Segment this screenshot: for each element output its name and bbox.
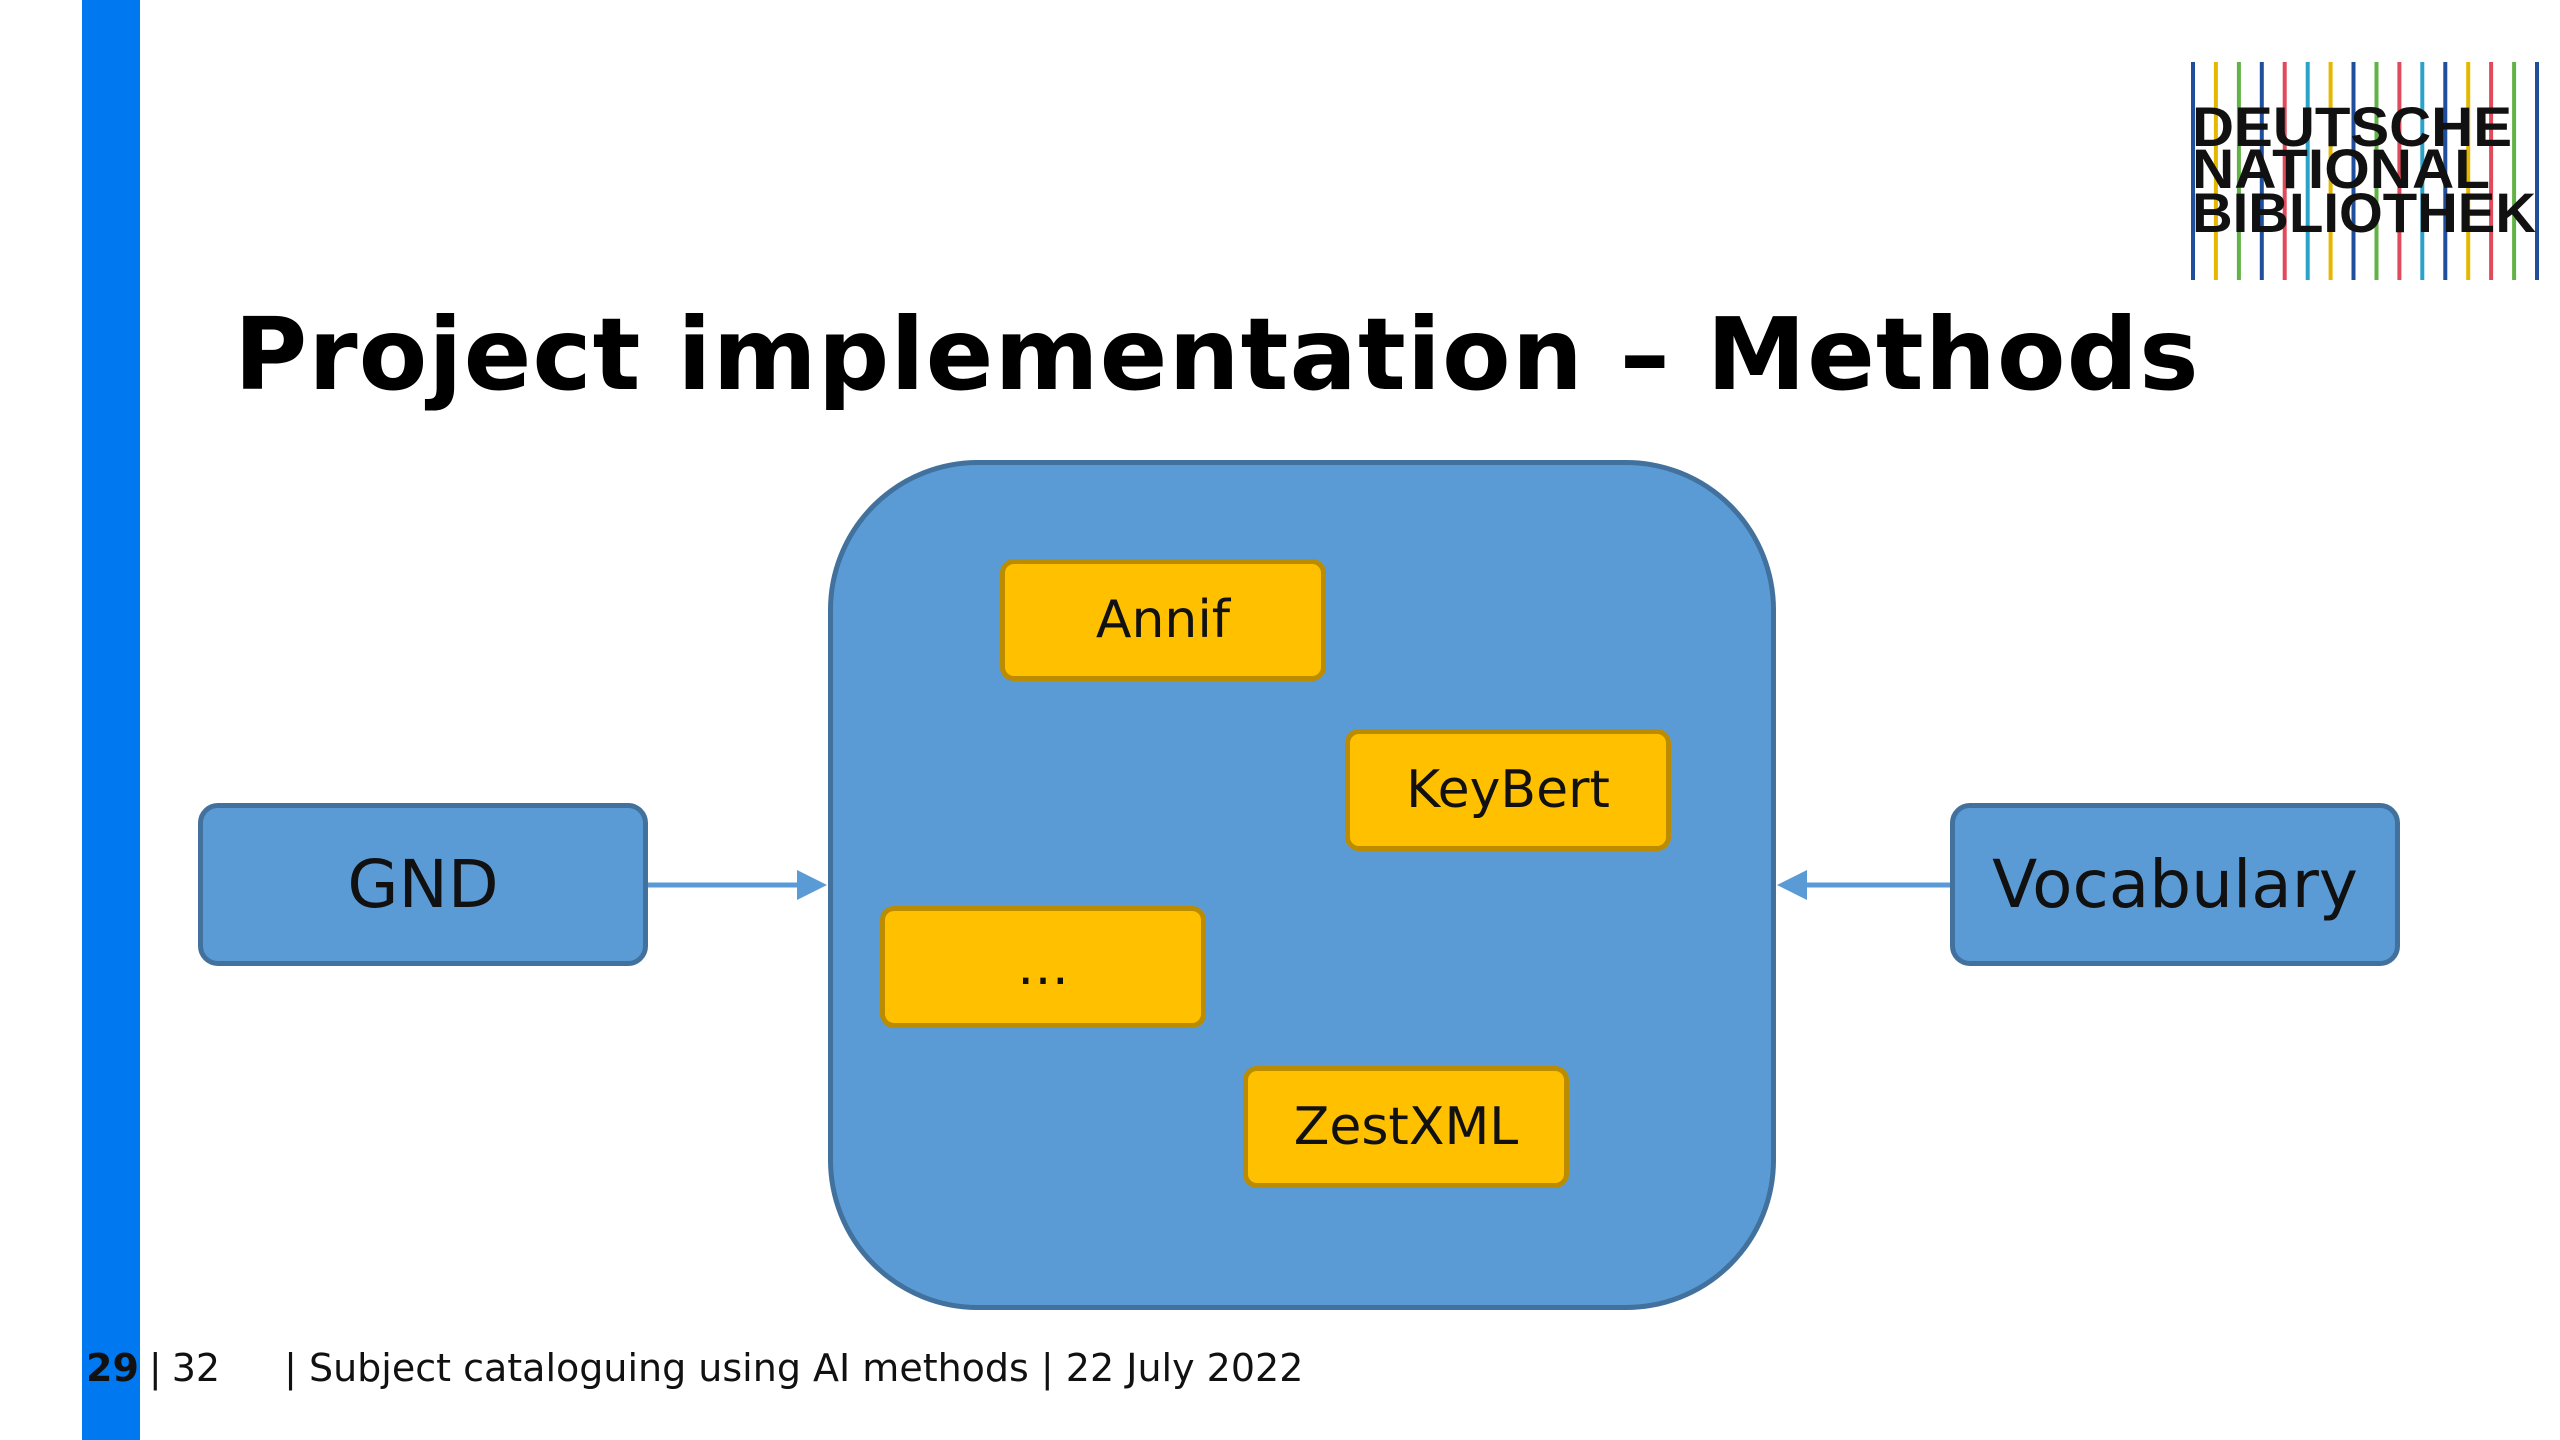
logo-line-2: NATIONAL [2192, 137, 2490, 200]
logo-stripes [2191, 62, 2539, 280]
slide-footer: 29|32 | Subject cataloguing using AI meth… [86, 1346, 1303, 1390]
method-label: KeyBert [1406, 760, 1610, 820]
page-number-total: 32 [171, 1346, 221, 1390]
logo-line-3: BIBLIOTHEK [2192, 181, 2536, 244]
method-zestxml: ZestXML [1243, 1066, 1569, 1188]
vocabulary-box: Vocabulary [1950, 803, 2400, 966]
footer-text: | Subject cataloguing using AI methods |… [284, 1346, 1304, 1390]
dnb-logo-graphic: DEUTSCHE NATIONAL BIBLIOTHEK [2191, 62, 2539, 280]
page-separator: | [148, 1346, 162, 1390]
logo-line-1: DEUTSCHE [2192, 95, 2512, 158]
slide-title: Project implementation – Methods [234, 296, 2200, 413]
accent-bar [82, 0, 140, 1440]
method-label: ZestXML [1293, 1097, 1519, 1157]
method-label: Annif [1095, 590, 1231, 650]
method-annif: Annif [1000, 559, 1326, 681]
dnb-logo: DEUTSCHE NATIONAL BIBLIOTHEK [2190, 60, 2540, 282]
method-keybert: KeyBert [1345, 729, 1671, 851]
page-number-current: 29 [86, 1346, 139, 1390]
gnd-box: GND [198, 803, 648, 966]
vocabulary-label: Vocabulary [1992, 846, 2358, 923]
method-more: … [880, 906, 1206, 1028]
gnd-label: GND [347, 846, 499, 923]
method-label: … [1017, 937, 1069, 997]
